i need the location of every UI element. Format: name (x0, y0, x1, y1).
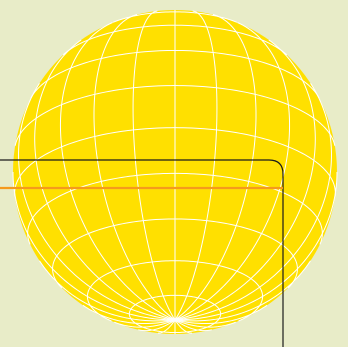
sphere (13, 10, 337, 334)
